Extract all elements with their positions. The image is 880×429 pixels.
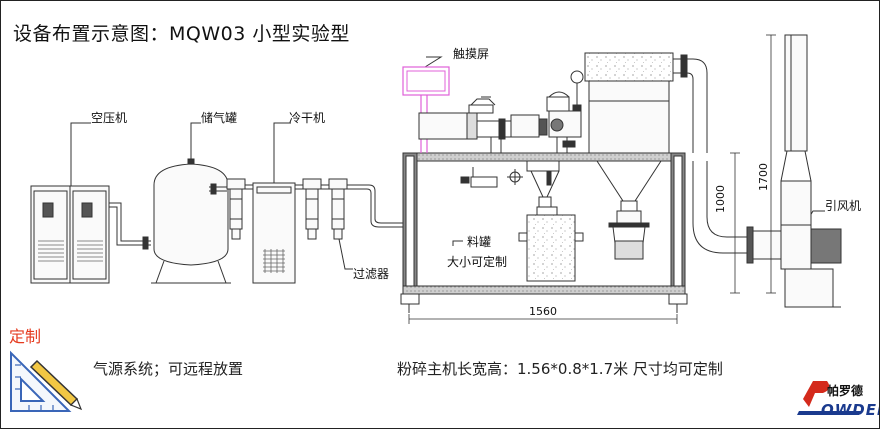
ruler-triangle-icon (10, 350, 83, 412)
brand-name-cn: 帕罗德 (827, 384, 864, 398)
label-fan: 引风机 (825, 199, 862, 213)
dust-collector (570, 52, 708, 154)
caption-mill-size: 粉碎主机长宽高：1.56*0.8*1.7米 尺寸均可定制 (397, 360, 723, 378)
brand-logo-mark (797, 381, 861, 415)
brand-mark-letter: P (807, 381, 808, 382)
badge-custom: 定制 (9, 327, 42, 346)
brand-name-en: OWDER (821, 401, 879, 419)
label-material-tank-note: 大小可定制 (447, 255, 508, 269)
page-title: 设备布置示意图：MQW03 小型实验型 (13, 23, 350, 45)
air-pipe-2 (209, 183, 228, 195)
cyclone-hopper (460, 160, 560, 208)
filter-1 (226, 178, 246, 240)
dimension-total-height: 1700 (757, 163, 770, 191)
label-filter: 过滤器 (353, 267, 390, 281)
mill-frame (400, 152, 688, 313)
refrigerated-dryer (252, 182, 296, 284)
filter-3 (328, 178, 348, 240)
caption-air-system: 气源系统；可远程放置 (93, 360, 244, 378)
label-compressor: 空压机 (91, 111, 128, 125)
material-tank (518, 206, 584, 282)
air-compressor (30, 185, 110, 284)
label-tank: 储气罐 (201, 111, 238, 125)
label-touchscreen: 触摸屏 (453, 47, 490, 61)
collector-hopper (596, 160, 662, 260)
touchscreen (402, 66, 450, 153)
storage-tank (151, 158, 231, 284)
filter-2 (302, 178, 322, 240)
feeder-motor (418, 91, 582, 153)
dimension-lines (408, 34, 776, 324)
dimension-length: 1560 (529, 305, 557, 318)
air-pipe-to-mill (347, 184, 403, 228)
air-pipe-3 (245, 184, 253, 190)
dimension-height: 1000 (714, 185, 727, 213)
induced-draft-fan (692, 34, 842, 308)
label-dryer: 冷干机 (289, 111, 326, 125)
label-material-tank: 料罐 (467, 235, 492, 249)
air-pipe-1 (109, 202, 151, 250)
